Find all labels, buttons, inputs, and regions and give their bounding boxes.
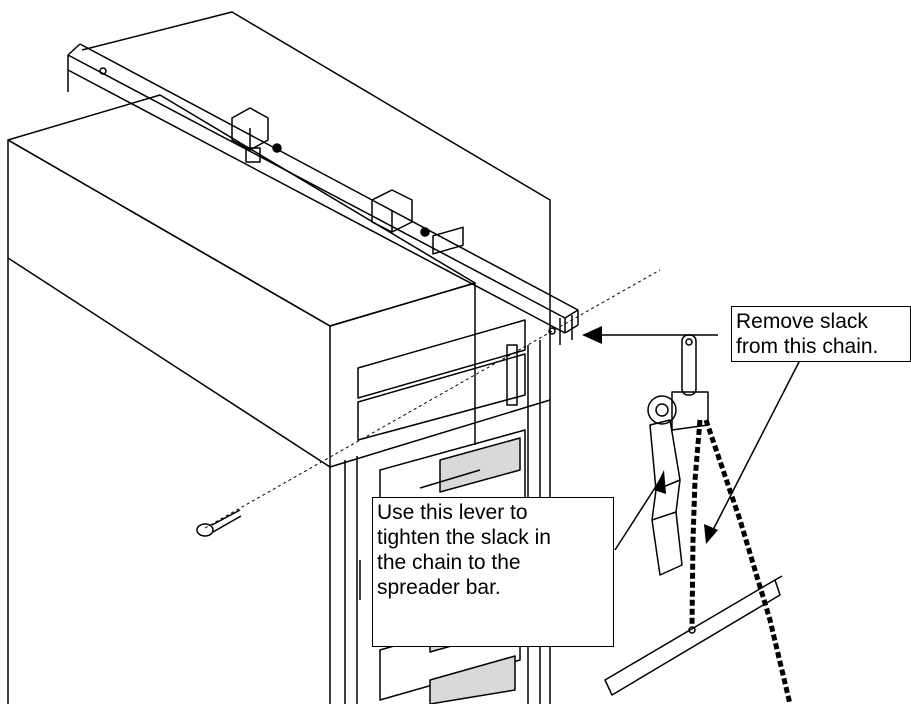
use-lever-callout: Use this lever to tighten the slack in t… — [372, 497, 614, 647]
lower-bar — [604, 575, 783, 696]
arrow-spreader-end — [582, 326, 602, 344]
arrow-lever — [654, 470, 666, 494]
arrow-chain — [704, 524, 718, 544]
remove-slack-callout: Remove slack from this chain. — [731, 306, 911, 362]
bolt-alignment-line — [204, 269, 661, 529]
callout-leaders — [598, 334, 801, 551]
eye-bolt — [196, 509, 242, 537]
spreader-bar — [67, 43, 579, 345]
chain-hoist — [647, 334, 709, 576]
hoist-chain — [689, 419, 793, 704]
